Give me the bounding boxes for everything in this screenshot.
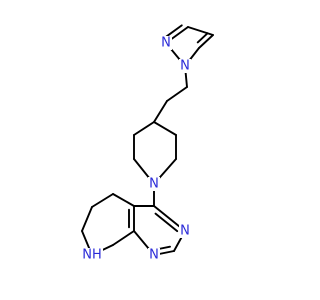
bond-line xyxy=(91,193,114,208)
svg-text:N: N xyxy=(149,248,159,263)
bond-line xyxy=(153,100,168,123)
atom-label-layer: N N N N N NH xyxy=(81,36,191,263)
double-bond-line xyxy=(154,212,179,233)
atom-n-pyrazole-1: N xyxy=(179,59,191,74)
atom-n-pyrimidine-3: N xyxy=(179,224,191,239)
double-bond-line xyxy=(165,24,183,38)
svg-text:N: N xyxy=(180,59,190,74)
bond-line xyxy=(166,86,188,102)
bond-line xyxy=(198,34,214,49)
bond-layer xyxy=(81,24,214,256)
bond-line xyxy=(133,121,155,136)
atom-n-piperidine: N xyxy=(148,177,160,192)
atom-n-pyrimidine-1: N xyxy=(148,248,160,263)
bond-line xyxy=(81,206,93,232)
atom-n-pyrazole-2: N xyxy=(160,36,172,51)
molecule-structure: N N N N N NH xyxy=(81,24,214,263)
bond-line xyxy=(112,230,135,246)
bond-line xyxy=(153,121,177,136)
bond-line xyxy=(112,193,135,207)
svg-text:NH: NH xyxy=(82,248,102,263)
svg-text:N: N xyxy=(180,224,190,239)
bond-line xyxy=(187,26,214,36)
atom-nh-amine: NH xyxy=(81,248,103,263)
double-bond-line xyxy=(196,32,209,44)
svg-text:N: N xyxy=(161,36,171,51)
svg-text:N: N xyxy=(149,177,159,192)
